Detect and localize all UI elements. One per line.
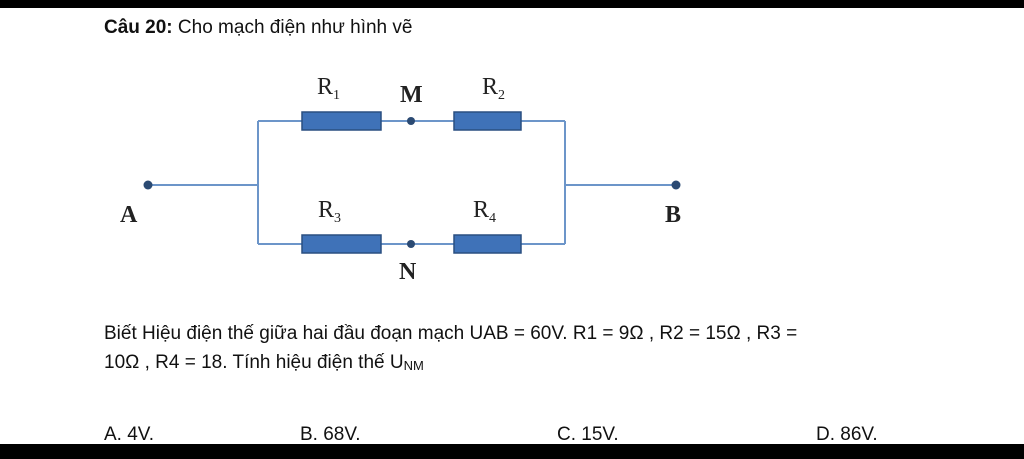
node-n-dot bbox=[407, 240, 415, 248]
document-page: Câu 20: Cho mạch điện như hình vẽ bbox=[0, 8, 1024, 445]
problem-statement: Biết Hiệu điện thế giữa hai đầu đoạn mạc… bbox=[104, 319, 924, 380]
u-subscript: NM bbox=[403, 358, 424, 373]
question-number: Câu 20: bbox=[104, 17, 173, 38]
resistor-r3 bbox=[301, 234, 382, 254]
choice-d[interactable]: D. 86V. bbox=[816, 424, 878, 445]
question-title: Câu 20: Cho mạch điện như hình vẽ bbox=[104, 17, 412, 39]
label-r4: R4 bbox=[473, 197, 496, 226]
circuit-wires bbox=[148, 120, 676, 245]
node-a-dot bbox=[143, 180, 153, 190]
choice-a[interactable]: A. 4V. bbox=[104, 424, 155, 445]
label-r2: R2 bbox=[482, 74, 505, 103]
label-r3: R3 bbox=[318, 197, 341, 226]
problem-line-1: Biết Hiệu điện thế giữa hai đầu đoạn mạc… bbox=[104, 323, 798, 344]
question-text: Cho mạch điện như hình vẽ bbox=[172, 17, 413, 38]
choice-c[interactable]: C. 15V. bbox=[557, 424, 619, 445]
label-n: N bbox=[399, 259, 417, 285]
resistor-r4 bbox=[453, 234, 522, 254]
label-a: A bbox=[120, 202, 138, 228]
problem-line-2: 10Ω , R4 = 18. Tính hiệu điện thế UNM bbox=[104, 348, 924, 380]
resistor-r1 bbox=[301, 111, 382, 131]
node-m-dot bbox=[407, 117, 415, 125]
choice-b[interactable]: B. 68V. bbox=[300, 424, 361, 445]
label-b: B bbox=[665, 202, 681, 228]
resistor-r2 bbox=[453, 111, 522, 131]
node-b-dot bbox=[671, 180, 681, 190]
label-m: M bbox=[400, 82, 423, 108]
problem-line-2-text: 10Ω , R4 = 18. Tính hiệu điện thế U bbox=[104, 352, 404, 373]
label-r1: R1 bbox=[317, 74, 340, 103]
circuit-diagram: R1 R2 R3 R4 M N A B bbox=[120, 74, 681, 285]
